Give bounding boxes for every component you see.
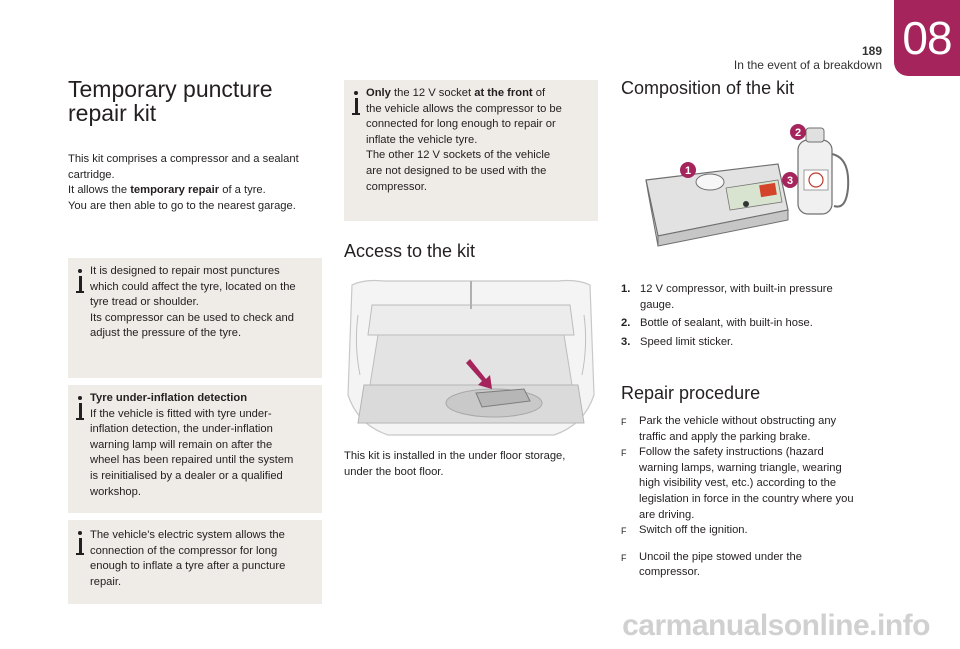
watermark: carmanualsonline.info xyxy=(622,609,930,642)
kit-illustration: 1 2 3 xyxy=(645,124,850,247)
info-icon xyxy=(76,531,85,557)
list-item: 2. Bottle of sealant, with built-in hose… xyxy=(621,317,813,330)
intro-line: This kit comprises a compressor and a se… xyxy=(68,153,299,165)
step-item: F Follow the safety instructions (hazard… xyxy=(621,445,881,523)
chapter-title: In the event of a breakdown xyxy=(733,58,882,72)
repair-steps: F Park the vehicle without obstructing a… xyxy=(621,414,881,581)
step-bullet-icon: F xyxy=(621,526,627,537)
page-title-line: Temporary puncture xyxy=(68,76,273,102)
access-heading: Access to the kit xyxy=(344,241,476,261)
info-icon xyxy=(76,396,85,422)
info-box-heading: Tyre under-inflation detection xyxy=(90,392,248,404)
intro-paragraph: This kit comprises a compressor and a se… xyxy=(68,152,328,214)
info-icon xyxy=(76,269,85,295)
repair-heading: Repair procedure xyxy=(621,383,761,403)
page-title-line: repair kit xyxy=(68,100,157,126)
page-title: Temporary puncture repair kit xyxy=(68,77,318,125)
step-item: F Switch off the ignition. xyxy=(621,523,881,540)
step-bullet-icon: F xyxy=(621,552,627,563)
callout-2: 2 xyxy=(795,127,801,139)
chapter-tab: 08 xyxy=(894,0,960,76)
info-box-electric-system: The vehicle's electric system allows the… xyxy=(68,520,322,604)
boot-illustration xyxy=(344,275,598,441)
page-number: 189 xyxy=(861,44,882,58)
step-bullet-icon: F xyxy=(621,448,627,459)
composition-list: 1. 12 V compressor, with built-in pressu… xyxy=(621,282,871,353)
callout-1: 1 xyxy=(685,165,691,177)
intro-line: You are then able to go to the nearest g… xyxy=(68,199,296,212)
intro-line: It allows the temporary repair of a tyre… xyxy=(68,184,266,197)
access-caption: This kit is installed in the under floor… xyxy=(344,450,566,478)
info-box-front-socket: Only the 12 V socket at the front of the… xyxy=(344,80,598,221)
list-item: 3. Speed limit sticker. xyxy=(621,335,734,348)
intro-line: cartridge. xyxy=(68,168,115,181)
info-box-under-inflation: Tyre under-inflation detection If the ve… xyxy=(68,385,322,513)
info-icon xyxy=(352,91,361,117)
info-box-repair-capability: It is designed to repair most punctures … xyxy=(68,258,322,378)
callout-3: 3 xyxy=(787,175,793,187)
composition-heading: Composition of the kit xyxy=(621,78,795,98)
step-bullet-icon: F xyxy=(621,417,627,427)
step-item: F Park the vehicle without obstructing a… xyxy=(621,414,881,445)
list-item: 1. 12 V compressor, with built-in pressu… xyxy=(621,283,833,311)
